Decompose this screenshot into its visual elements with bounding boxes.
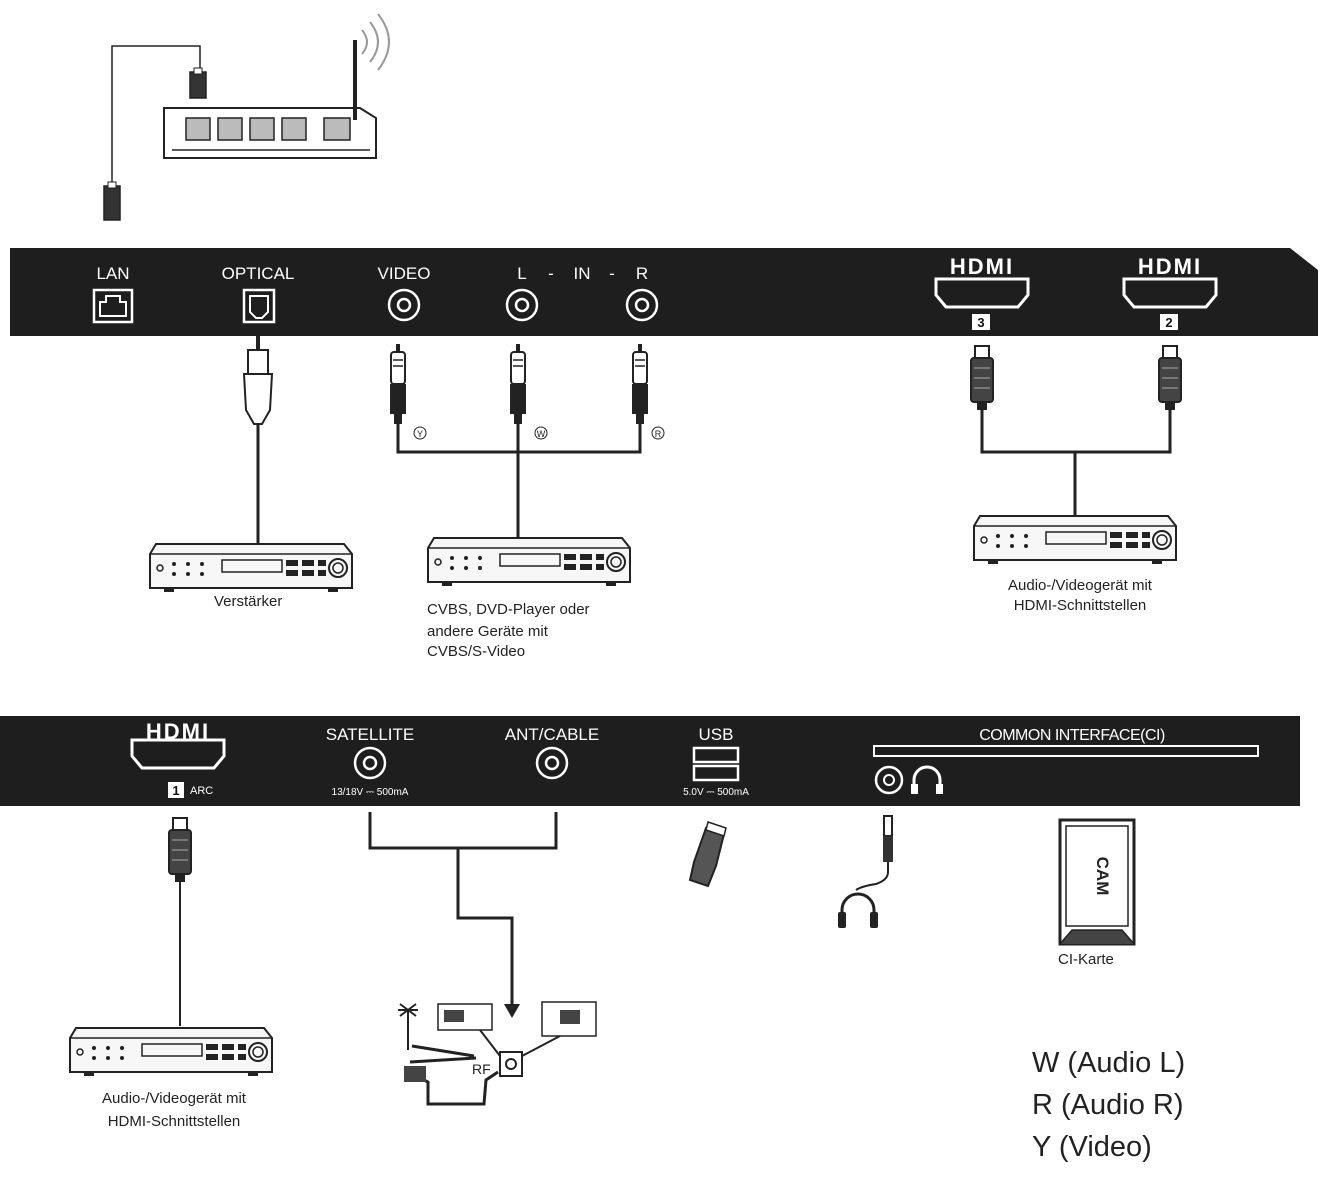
in-label: IN xyxy=(574,264,591,283)
hdmi-cable-top xyxy=(980,410,1172,516)
usb-ports xyxy=(692,746,740,782)
av-hdmi-top-label-line1: Audio-/Videogerät mit xyxy=(1008,577,1152,594)
cam-card-icon xyxy=(1058,818,1136,946)
cvbs-label-line1: CVBS, DVD-Player oder xyxy=(427,601,590,618)
ci-card-label: CI-Karte xyxy=(1058,951,1114,968)
cvbs-device xyxy=(427,537,631,587)
audio-l-label: L xyxy=(517,264,526,283)
cvbs-label-line3: CVBS/S-Video xyxy=(427,643,526,660)
optical-port xyxy=(242,288,276,324)
cable-mark-y: Y xyxy=(417,429,423,439)
usb-spec: 5.0V ⎓ 500mA xyxy=(683,787,749,798)
av-hdmi-bottom-label-line1: Audio-/Videogerät mit xyxy=(102,1090,246,1107)
bottom-connector-panel xyxy=(0,716,1300,806)
headphone-port xyxy=(874,765,943,795)
ci-slot xyxy=(873,745,1259,757)
optical-plug xyxy=(242,336,274,544)
rca-plug-w xyxy=(509,343,527,425)
av-hdmi-device-top xyxy=(973,515,1177,565)
cable-mark-w: W xyxy=(537,429,546,439)
rca-plug-y xyxy=(389,343,407,425)
hdmi-plug-2 xyxy=(1158,345,1182,411)
headphones-icon xyxy=(838,815,893,928)
av-hdmi-bottom-label-line2: HDMI-Schnittstellen xyxy=(107,1113,241,1130)
optical-label: OPTICAL xyxy=(222,264,295,283)
legend-r: R (Audio R) xyxy=(1032,1089,1184,1121)
dash-1: - xyxy=(548,264,554,283)
av-cable xyxy=(396,424,642,538)
video-label: VIDEO xyxy=(378,264,431,283)
amplifier-label: Verstärker xyxy=(214,593,283,610)
hdmi-plug-1 xyxy=(168,817,192,883)
lan-label: LAN xyxy=(96,264,129,283)
legend-w: W (Audio L) xyxy=(1032,1047,1186,1079)
audio-r-label: R xyxy=(636,264,648,283)
hdmi-logo-1: HDMI xyxy=(146,719,210,744)
cam-label: CAM xyxy=(1093,857,1112,896)
rf-splitter-icon xyxy=(398,1001,597,1106)
usb-stick-icon xyxy=(688,821,727,888)
hdmi-2-number: 2 xyxy=(1165,315,1172,330)
av-hdmi-device-bottom xyxy=(69,1027,273,1077)
hdmi-1-number: 1 xyxy=(172,783,179,798)
satellite-spec: 13/18V ⎓ 500mA xyxy=(332,787,409,798)
top-connector-panel xyxy=(10,248,1318,336)
ant-cable-label: ANT/CABLE xyxy=(505,725,599,744)
antenna-cable xyxy=(368,812,558,1010)
legend-y: Y (Video) xyxy=(1032,1131,1152,1163)
ci-label: COMMON INTERFACE(CI) xyxy=(979,727,1165,744)
cvbs-label-line2: andere Geräte mit xyxy=(427,623,548,640)
rca-plug-r xyxy=(631,343,649,425)
lan-port xyxy=(92,288,134,324)
cable-mark-r: R xyxy=(655,429,662,439)
hdmi-3-number: 3 xyxy=(977,315,984,330)
av-hdmi-top-label-line2: HDMI-Schnittstellen xyxy=(1013,597,1147,614)
router-icon xyxy=(103,13,390,221)
dash-2: - xyxy=(609,264,615,283)
arc-label: ARC xyxy=(190,785,213,797)
rf-label: RF xyxy=(472,1061,491,1077)
hdmi-logo-2: HDMI xyxy=(1138,254,1202,279)
hdmi-plug-3 xyxy=(970,345,994,411)
satellite-label: SATELLITE xyxy=(326,725,415,744)
amplifier-device xyxy=(149,543,353,593)
hdmi-logo-3: HDMI xyxy=(950,254,1014,279)
usb-label: USB xyxy=(699,725,734,744)
